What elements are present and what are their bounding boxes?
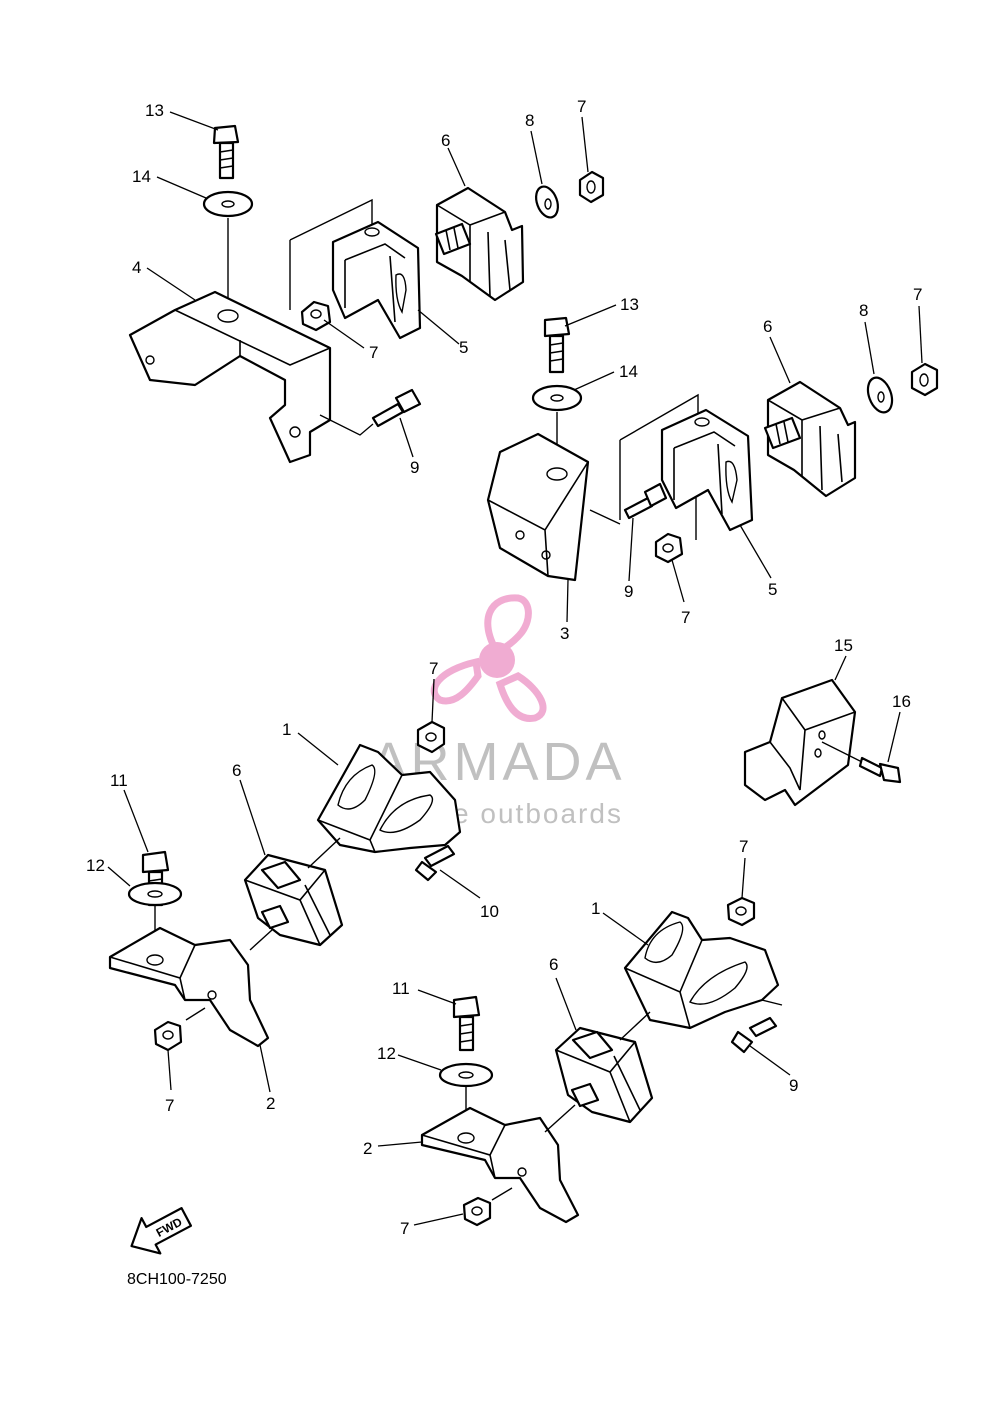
callout-7: 7 <box>739 837 748 856</box>
callout-7: 7 <box>681 608 690 627</box>
diagram-code: 8CH100-7250 <box>127 1271 227 1288</box>
callout-6: 6 <box>232 761 241 780</box>
flange-bolt-9-icon <box>371 388 422 428</box>
callout-7: 7 <box>400 1219 409 1238</box>
flange-nut-7-icon <box>578 170 605 204</box>
flange-bolt-10-icon <box>414 844 456 882</box>
callout-2: 2 <box>363 1139 372 1158</box>
callout-3: 3 <box>560 624 569 643</box>
callout-10: 10 <box>480 902 499 921</box>
callout-5: 5 <box>459 338 468 357</box>
callout-6: 6 <box>763 317 772 336</box>
bracket-4-icon <box>128 290 332 464</box>
washer-8-icon <box>535 185 559 219</box>
callout-6: 6 <box>441 131 450 150</box>
callout-11: 11 <box>392 979 410 998</box>
callout-12: 12 <box>377 1044 396 1063</box>
callout-4: 4 <box>132 258 141 277</box>
flange-nut-7-icon <box>910 362 939 397</box>
propeller-logo-icon <box>430 594 547 722</box>
fwd-arrow-icon: FWD <box>130 1207 193 1255</box>
engine-mount-1-icon <box>623 910 780 1030</box>
callout-8: 8 <box>525 111 534 130</box>
flange-nut-7-icon <box>416 720 446 754</box>
callout-12: 12 <box>86 856 105 875</box>
washer-8-icon <box>866 376 894 414</box>
callout-numbers: 13 14 4 6 8 7 7 5 9 13 14 6 8 7 9 7 5 3 … <box>86 97 922 1238</box>
callout-15: 15 <box>834 636 853 655</box>
callout-9: 9 <box>789 1076 798 1095</box>
rubber-mount-6-icon <box>243 853 344 947</box>
rubber-mount-6-icon <box>763 380 857 498</box>
callout-11: 11 <box>110 771 128 790</box>
flange-bolt-13-icon <box>212 124 240 180</box>
callout-14: 14 <box>132 167 151 186</box>
flange-bolt-11-icon <box>452 995 481 1052</box>
callout-1: 1 <box>282 720 291 739</box>
washer-12-icon <box>127 881 183 907</box>
callout-16: 16 <box>892 692 911 711</box>
callout-9: 9 <box>624 582 633 601</box>
assembly-right-15 <box>743 678 902 807</box>
callout-2: 2 <box>266 1094 275 1113</box>
flange-bolt-9-icon <box>730 1016 778 1054</box>
flange-nut-7-icon <box>153 1020 183 1052</box>
flange-nut-7-icon <box>726 896 756 927</box>
washer-14-icon <box>531 384 583 412</box>
damper-mount-5-icon <box>660 408 754 532</box>
bracket-3-icon <box>486 432 590 582</box>
assembly-upper-right <box>486 316 939 582</box>
callout-13: 13 <box>145 101 164 120</box>
bracket-2-icon <box>420 1106 580 1224</box>
washer-12-icon <box>438 1062 494 1088</box>
assembly-lower-right <box>420 896 783 1227</box>
flange-bolt-9-icon <box>623 482 668 520</box>
callout-7: 7 <box>913 285 922 304</box>
callout-7: 7 <box>165 1096 174 1115</box>
callout-13: 13 <box>620 295 639 314</box>
assembly-lower-left <box>108 720 462 1052</box>
callout-7: 7 <box>577 97 586 116</box>
callout-5: 5 <box>768 580 777 599</box>
callout-1: 1 <box>591 899 600 918</box>
callout-9: 9 <box>410 458 419 477</box>
leader-lines <box>107 111 923 1226</box>
callout-8: 8 <box>859 301 868 320</box>
engine-mount-1-icon <box>316 743 462 854</box>
callout-7: 7 <box>369 343 378 362</box>
washer-14-icon <box>202 190 254 218</box>
flange-nut-7-icon <box>462 1196 492 1227</box>
callout-7: 7 <box>429 659 438 678</box>
rubber-mount-6-icon <box>554 1026 654 1124</box>
damper-mount-5-icon <box>331 220 422 340</box>
callout-6: 6 <box>549 955 558 974</box>
flange-nut-7-icon <box>654 532 684 564</box>
rubber-mount-6-icon <box>434 186 525 302</box>
flange-nut-7-icon <box>300 300 332 332</box>
assembly-upper-left <box>128 124 605 464</box>
flange-bolt-16-icon <box>858 756 902 784</box>
bracket-2-icon <box>108 926 270 1048</box>
flange-bolt-13-icon <box>543 316 571 374</box>
cover-15-icon <box>743 678 857 807</box>
flange-bolt-11-icon <box>141 850 170 907</box>
callout-14: 14 <box>619 362 638 381</box>
